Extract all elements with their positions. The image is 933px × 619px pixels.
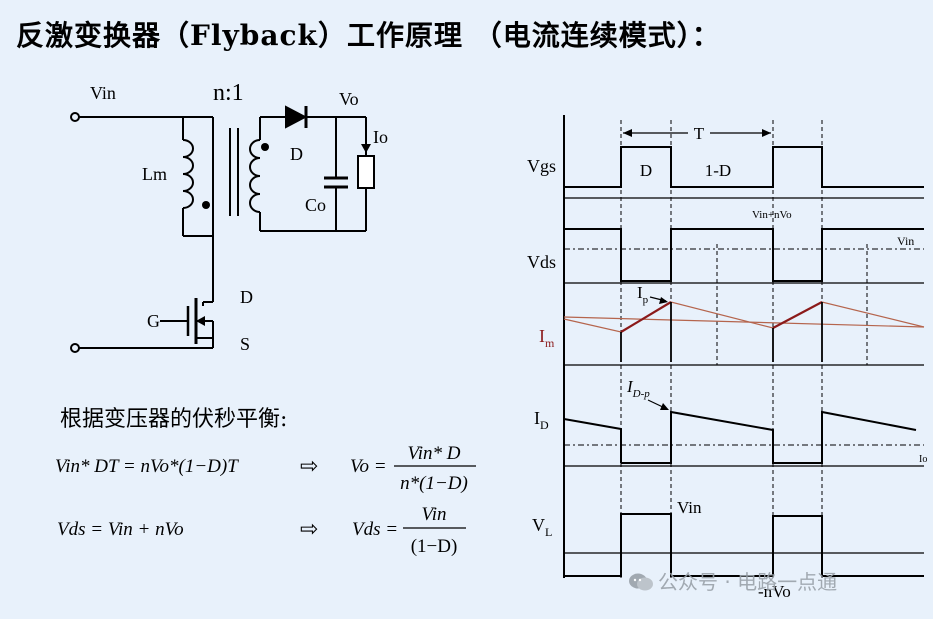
im-average-trend	[563, 316, 925, 328]
vin-label: Vin	[90, 83, 116, 103]
equation-2-numerator: Vin	[422, 504, 447, 525]
equation-1-lhs: Vo =	[350, 456, 387, 477]
id-waveform	[563, 410, 917, 464]
drain-label: D	[240, 287, 253, 307]
equation-1-left: Vin* DT = nVo*(1−D)T	[55, 456, 239, 477]
vl-waveform	[564, 513, 924, 577]
watermark-text: 公众号 · 电路一点通	[658, 570, 838, 594]
load-resistor	[357, 155, 375, 189]
turns-ratio: n:1	[213, 80, 244, 106]
vl-label: VL	[532, 515, 552, 539]
vds-vin-label: Vin	[897, 234, 914, 248]
vl-low-label: -nVo	[758, 582, 791, 601]
vds-waveform	[564, 228, 924, 282]
equation-2-denominator: (1−D)	[411, 536, 458, 557]
im-ramp	[620, 301, 823, 333]
duty-label: D	[640, 161, 652, 180]
vin-terminal	[70, 112, 80, 122]
implies-arrow-1: ⇨	[300, 453, 318, 478]
primary-winding	[182, 139, 194, 209]
gate-label: G	[147, 311, 160, 331]
vgs-waveform	[564, 146, 924, 188]
equation-2-left: Vds = Vin + nVo	[57, 519, 184, 540]
id-label: ID	[534, 408, 549, 432]
output-diode	[285, 105, 308, 129]
watermark: 公众号 · 电路一点通	[628, 566, 837, 595]
io-arrow	[361, 144, 371, 153]
vgs-label: Vgs	[527, 156, 556, 176]
io-label: Io	[373, 127, 388, 147]
equation-1-numerator: Vin* D	[408, 443, 461, 464]
ip-label: Ip	[637, 283, 649, 306]
volt-second-heading: 根据变压器的伏秒平衡:	[60, 407, 287, 432]
source-label: S	[240, 334, 250, 354]
secondary-winding	[249, 139, 261, 213]
primary-dot	[202, 201, 210, 209]
vds-high-label: Vin+nVo	[752, 209, 792, 221]
secondary-dot	[261, 143, 269, 151]
wechat-icon	[629, 573, 653, 591]
equation-2-lhs: Vds =	[352, 519, 398, 540]
equation-1-denominator: n*(1−D)	[400, 473, 468, 494]
im-label: Im	[539, 326, 555, 350]
implies-arrow-2: ⇨	[300, 516, 318, 541]
lm-label: Lm	[142, 164, 167, 184]
io-avg-label: Io	[919, 454, 927, 465]
slide-title: 反激变换器（Flyback）工作原理 （电流连续模式）：	[16, 19, 721, 52]
gnd-terminal	[70, 343, 80, 353]
vl-high-label: Vin	[677, 498, 702, 517]
diode-label: D	[290, 144, 303, 164]
flyback-circuit	[70, 105, 375, 353]
timing-diagram: T Vgs D 1-D Vds Vin+nVo Vin Im Ip ID	[527, 115, 927, 601]
id-peak-label: ID-p	[626, 377, 650, 400]
off-duty-label: 1-D	[705, 161, 731, 180]
vds-label: Vds	[527, 252, 556, 272]
vo-label: Vo	[339, 89, 359, 109]
co-label: Co	[305, 195, 326, 215]
period-label: T	[694, 124, 705, 143]
